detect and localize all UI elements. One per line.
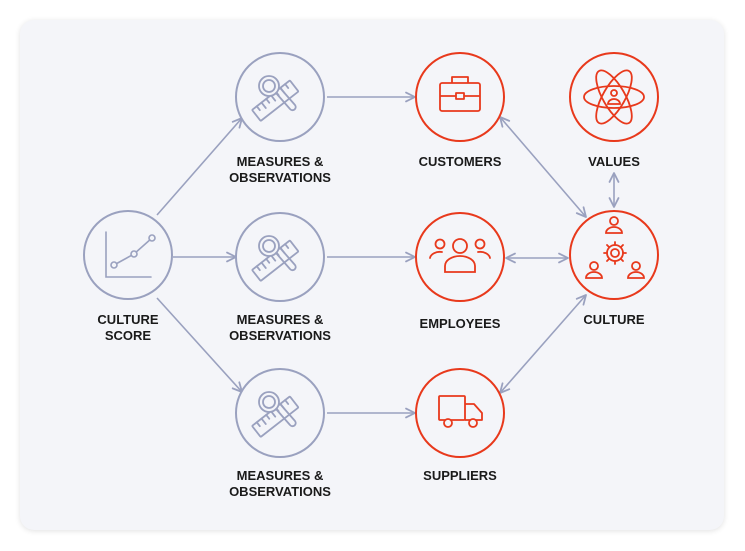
atom-person-icon	[583, 69, 645, 125]
measures-node-3	[235, 368, 325, 458]
measures-3-label: MEASURES & OBSERVATIONS	[229, 468, 331, 499]
values-node	[569, 52, 659, 142]
delivery-truck-icon	[438, 395, 483, 428]
suppliers-label: SUPPLIERS	[423, 468, 497, 483]
customers-node	[415, 52, 505, 142]
arrow-suppliers-culture	[499, 294, 587, 394]
culture-label: CULTURE	[583, 312, 645, 327]
suppliers-node	[415, 368, 505, 458]
people-group-icon	[429, 238, 491, 273]
culture-score-node	[83, 210, 173, 300]
measures-2-label: MEASURES & OBSERVATIONS	[229, 312, 331, 343]
values-label: VALUES	[588, 154, 640, 169]
arrow-customers-culture	[499, 116, 587, 218]
culture-score-label: CULTURE SCORE	[97, 312, 159, 343]
measures-1-label: MEASURES & OBSERVATIONS	[229, 154, 331, 185]
magnifier-ruler-icon	[251, 391, 299, 438]
customers-label: CUSTOMERS	[418, 154, 502, 169]
connectors	[156, 91, 620, 419]
magnifier-ruler-icon	[251, 235, 299, 282]
arrow-score-to-measures-1	[156, 117, 243, 216]
employees-label: EMPLOYEES	[419, 316, 501, 331]
magnifier-ruler-icon	[251, 75, 299, 122]
measures-node-2	[235, 212, 325, 302]
people-gear-icon	[585, 216, 645, 279]
briefcase-icon	[439, 76, 481, 112]
measures-node-1	[235, 52, 325, 142]
line-chart-icon	[105, 231, 156, 278]
employees-node	[415, 212, 505, 302]
arrow-score-to-measures-3	[156, 297, 243, 393]
culture-node	[569, 210, 659, 300]
